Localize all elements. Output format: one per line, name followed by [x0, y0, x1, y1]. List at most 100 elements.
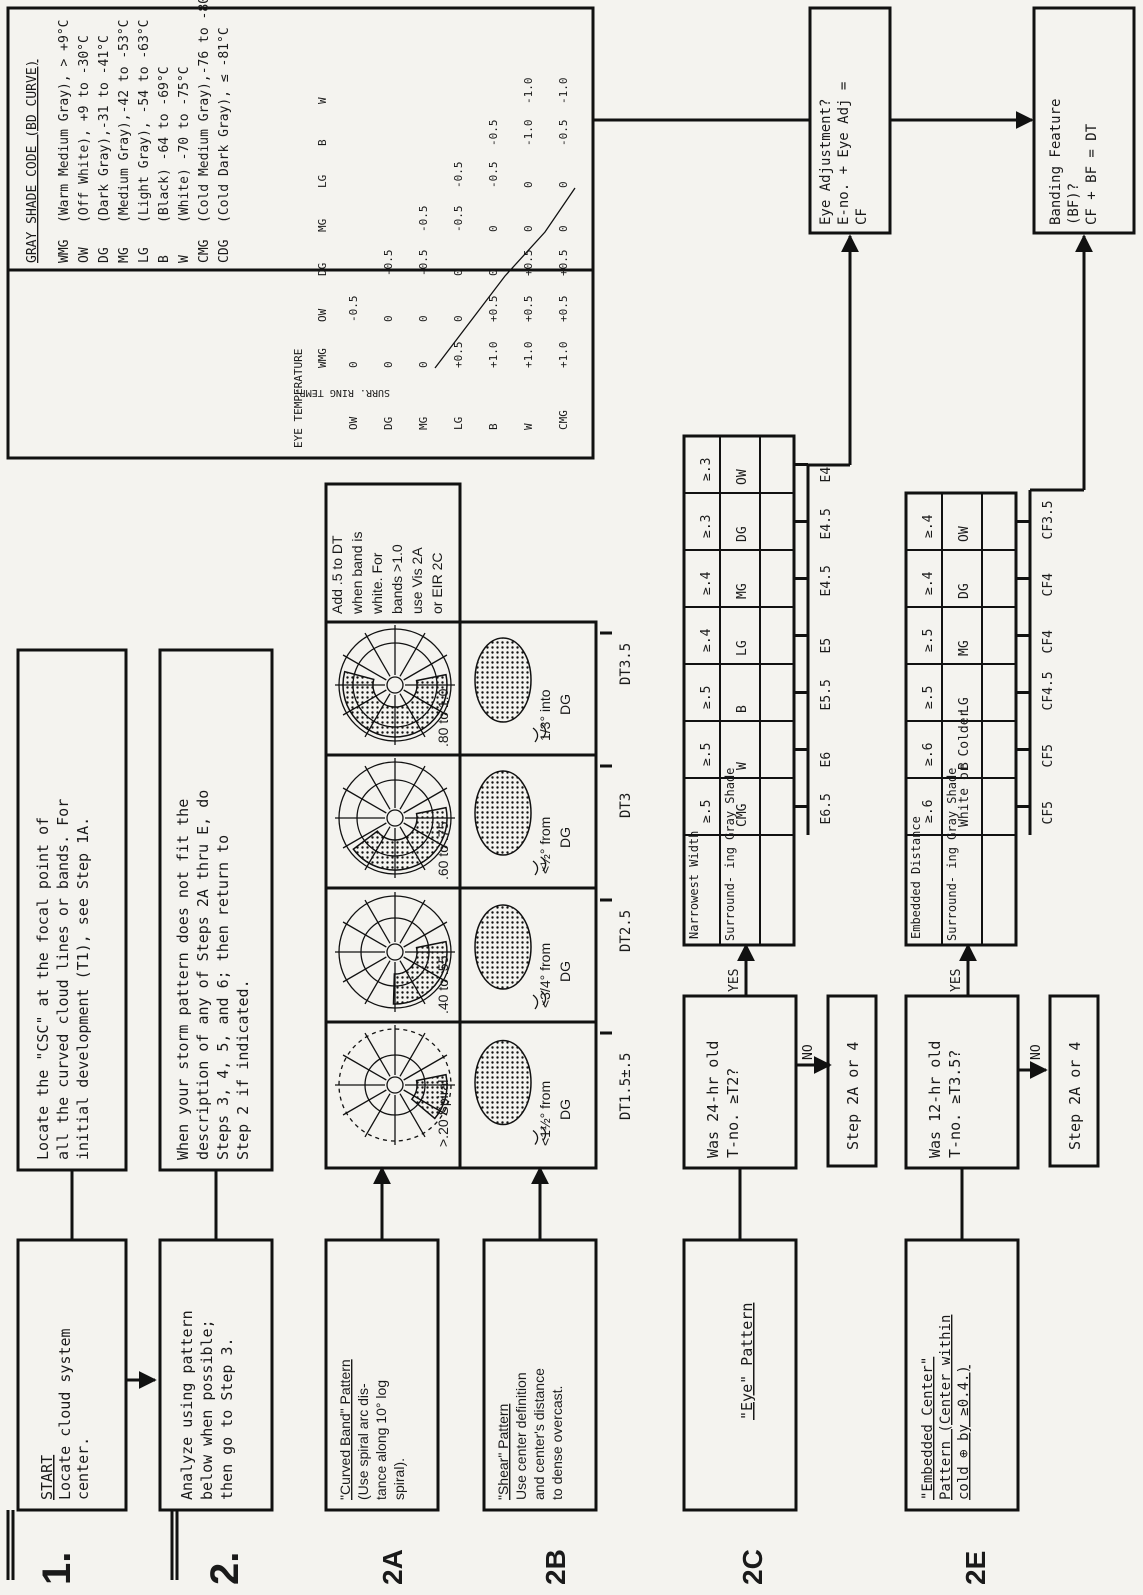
svg-text:T-no. ≥T3.5?: T-no. ≥T3.5? [946, 1050, 964, 1158]
eye-temp-cell: 0 [487, 225, 500, 232]
step-2: 2. Analyze using pattern below when poss… [158, 648, 274, 1585]
dt-label: DT3.5 [618, 643, 634, 685]
dt-label: DT2.5 [618, 910, 634, 952]
shear-label: DG [557, 1099, 573, 1120]
table-cell-shade: White or Colder [957, 709, 972, 827]
table-cell-shade: OW [735, 469, 750, 485]
curved-band-note: Add .5 to DT when band is white. For ban… [329, 531, 445, 615]
table-cell-value: ≥.5 [921, 686, 936, 709]
svg-text:CF: CF [854, 208, 870, 225]
table-result: E4.5 [819, 508, 834, 539]
eye-temp-col-header: DG [316, 263, 329, 276]
gray-code-abbr: DG [97, 247, 112, 263]
spiral-diagram [335, 758, 455, 878]
svg-text:Analyze using pattern: Analyze using pattern [178, 1310, 196, 1500]
eye-temp-cell: -1.0 [557, 78, 570, 105]
gray-shade-frame [6, 6, 595, 460]
svg-text:E-no. + Eye Adj =: E-no. + Eye Adj = [836, 82, 852, 225]
shear-label: <½° from [537, 817, 553, 874]
shear-label: <3/4° from [537, 943, 553, 1008]
curved-band-label: >.20 Spiral [435, 1080, 451, 1147]
banding-feature: Banding Feature (BF)? CF + BF = DT [1032, 6, 1136, 490]
eye-temp-cell: +1.0 [487, 342, 500, 369]
table-cell-shade: LG [957, 697, 972, 713]
table-cell-shade: MG [735, 583, 750, 599]
spiral-diagram [335, 625, 455, 745]
eye-temp-cell: -0.5 [347, 296, 360, 323]
curved-band-label: .60 to .75 [435, 821, 451, 880]
eye-temp-row-header: MG [417, 417, 430, 430]
svg-text:"Curved Band" Pattern: "Curved Band" Pattern [337, 1359, 353, 1500]
table-cell-value: ≥.5 [699, 743, 714, 766]
gray-code-desc: (Light Gray), -54 to -63°C [137, 20, 152, 224]
svg-text:Banding Feature: Banding Feature [1048, 99, 1064, 225]
dt-label: DT3 [618, 793, 634, 818]
shear-label: <1½° from [537, 1081, 553, 1146]
banding-feature-box [1032, 6, 1136, 235]
table-result: E4 [819, 467, 834, 483]
svg-text:initial development (T1), see: initial development (T1), see Step 1A. [74, 817, 92, 1160]
eye-temp-cell: +1.0 [557, 342, 570, 369]
eye-temp-row-header: OW [347, 416, 360, 430]
embedded-no-target-box [1048, 994, 1100, 1168]
step-2c-title: "Eye" Pattern [738, 1303, 756, 1420]
table-result: CF4.5 [1041, 671, 1056, 710]
gray-shade-title: GRAY SHADE CODE (BD CURVE) [25, 60, 40, 264]
eye-temp-cell: -1.0 [522, 120, 535, 147]
shear-label: DG [557, 694, 573, 715]
svg-text:cold ⊕ by ≥0.4.): cold ⊕ by ≥0.4.) [956, 1365, 972, 1500]
embedded-no-label: NO [1029, 1044, 1044, 1060]
shear-label: 1/3° into [537, 689, 553, 741]
eye-temp-cell: -0.5 [487, 120, 500, 147]
table-cell-value: ≥.5 [699, 800, 714, 823]
svg-text:Steps 3, 4, 5, and 6; then ret: Steps 3, 4, 5, and 6; then return to [214, 835, 232, 1160]
eye-temp-cell: -0.5 [452, 206, 465, 233]
svg-text:Use center definition: Use center definition [513, 1372, 529, 1500]
svg-text:(Use spiral arc dis-: (Use spiral arc dis- [355, 1383, 371, 1500]
eye-temp-cell: -0.5 [417, 206, 430, 233]
step-2e: 2E "Embedded Center" Pattern (Center wit… [904, 491, 1100, 1585]
eye-temp-cell: +0.5 [522, 296, 535, 323]
shear-blob [474, 637, 547, 743]
gray-shade-code-table: GRAY SHADE CODE (BD CURVE) WMG(Warm Medi… [25, 0, 232, 263]
svg-text:Step 2A or 4: Step 2A or 4 [844, 1042, 862, 1150]
eye-no-target-box [826, 994, 878, 1168]
step-2e-number: 2E [960, 1551, 991, 1585]
step-2c: 2C "Eye" Pattern Was 24-hr old T-no. ≥T2… [682, 434, 878, 1585]
svg-text:T-no. ≥T2?: T-no. ≥T2? [724, 1068, 742, 1158]
eye-temp-cell: -0.5 [557, 120, 570, 147]
spiral-diagram [335, 1025, 455, 1145]
eye-temp-cell: +1.0 [522, 342, 535, 369]
eye-temp-cell: 0 [417, 361, 430, 368]
table-result: CF4 [1041, 630, 1056, 654]
eye-temp-cell: -1.0 [522, 78, 535, 105]
eye-temp-cell: -0.5 [382, 250, 395, 277]
svg-text:all the curved cloud lines or: all the curved cloud lines or bands. For [54, 799, 72, 1160]
table-cell-value: ≥.4 [921, 571, 936, 595]
eye-temp-row-header: LG [452, 417, 465, 430]
table-cell-shade: DG [735, 526, 750, 542]
svg-text:Was 24-hr old: Was 24-hr old [704, 1041, 722, 1158]
eye-temp-cell: +0.5 [487, 296, 500, 323]
eye-no-label: NO [801, 1044, 816, 1060]
step-2-box [158, 1238, 274, 1512]
svg-text:white. For: white. For [369, 552, 385, 615]
svg-text:When your storm pattern does n: When your storm pattern does not fit the [174, 799, 192, 1160]
svg-text:then go to Step 3.: then go to Step 3. [218, 1337, 236, 1500]
svg-text:use Vis 2A: use Vis 2A [409, 547, 425, 614]
eye-temp-cell: 0 [522, 225, 535, 232]
svg-text:or EIR 2C: or EIR 2C [429, 553, 445, 614]
step-1-number: 1. [35, 1552, 79, 1585]
table-cell-value: ≥.4 [699, 571, 714, 595]
gray-code-abbr: WMG [57, 239, 72, 263]
table-cell-value: ≥.5 [921, 629, 936, 652]
eye-temp-col-header: B [316, 139, 329, 146]
svg-text:bands >1.0: bands >1.0 [389, 544, 405, 614]
table-result: CF5 [1041, 801, 1056, 824]
eye-temp-row-header: W [522, 423, 535, 430]
table-cell-shade: LG [735, 640, 750, 656]
eye-temp-cell: 0 [487, 269, 500, 276]
step-2b: 2B "Shear" Pattern Use center definition… [482, 1166, 598, 1585]
eye-temp-cell: 0 [522, 181, 535, 188]
